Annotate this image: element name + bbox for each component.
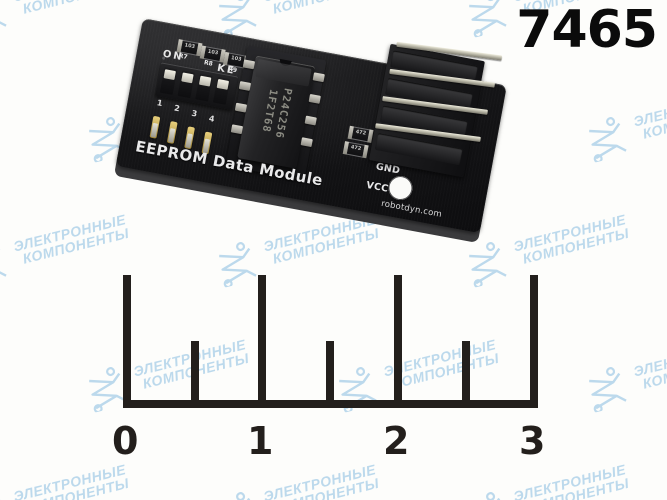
ruler-label-0: 0 — [112, 419, 139, 463]
ruler-minor-tick-1 — [326, 341, 334, 400]
ruler-minor-tick-0 — [191, 341, 199, 400]
dip-switch-position-1[interactable] — [159, 67, 178, 95]
dip-number-1: 1 — [156, 98, 164, 109]
resistor-r8-value: 103 — [207, 48, 219, 57]
dip-switch-position-4[interactable] — [212, 76, 231, 105]
ruler-major-tick-3 — [530, 275, 538, 400]
ruler-major-tick-0 — [123, 275, 131, 400]
resistor-pullup-2-value: 472 — [350, 144, 362, 153]
eeprom-dip-ic: P24C256 1F2T68 — [230, 55, 325, 169]
ruler-baseline — [123, 400, 538, 408]
eeprom-data-module-pcb-photo: 103 103 103 R7 R8 R9 ON KE — [108, 4, 528, 252]
ruler-major-tick-2 — [394, 275, 402, 400]
resistor-pullup-1-value: 472 — [355, 128, 367, 137]
ruler-label-2: 2 — [383, 419, 410, 463]
ruler-minor-tick-2 — [462, 341, 470, 400]
ruler-label-3: 3 — [519, 419, 546, 463]
pcb-board-rotated: 103 103 103 R7 R8 R9 ON KE — [89, 0, 547, 288]
dip-switch-position-3[interactable] — [195, 73, 213, 102]
ruler-major-tick-1 — [258, 275, 266, 400]
resistor-r7-value: 103 — [184, 42, 196, 51]
ic-marking: P24C256 1F2T68 — [258, 84, 295, 140]
resistor-r9-value: 103 — [230, 55, 242, 63]
ruler-label-1: 1 — [247, 419, 274, 463]
resistor-r8-label: R8 — [203, 59, 214, 68]
sku-number: 7465 — [516, 0, 658, 60]
dip-switch-position-2[interactable] — [177, 70, 196, 99]
dip-number-4: 4 — [208, 114, 216, 124]
